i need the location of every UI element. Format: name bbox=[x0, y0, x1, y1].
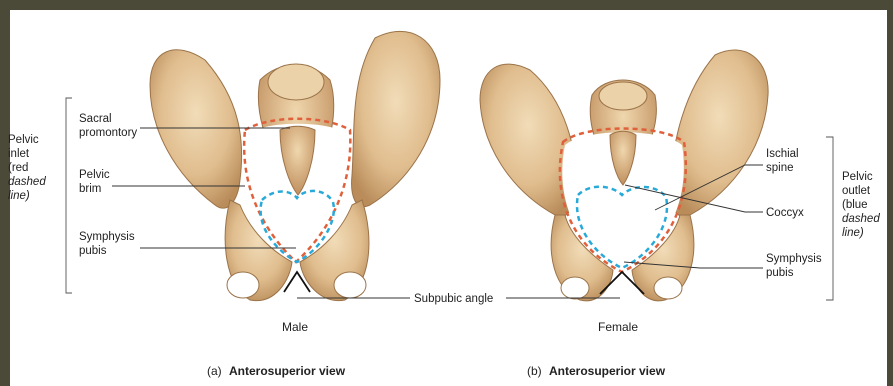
caption-a-text: Anterosuperior view bbox=[229, 364, 346, 378]
pelvic-outlet-label-line3: (blue bbox=[842, 199, 868, 211]
pelvic-outlet-bracket bbox=[826, 137, 833, 300]
female-label: Female bbox=[598, 320, 638, 334]
ischial-spine-label-line2: spine bbox=[766, 162, 794, 174]
symphysis-pubis-right-label-line2: pubis bbox=[766, 267, 794, 279]
symphysis-pubis-left-label-line1: Symphysis bbox=[79, 231, 135, 243]
pelvic-inlet-label-line4: dashed bbox=[8, 176, 46, 188]
caption-b-letter: (b) bbox=[527, 364, 542, 378]
male-label: Male bbox=[282, 320, 308, 334]
pelvic-inlet-label-line3: (red bbox=[8, 162, 28, 174]
pelvic-brim-label-line1: Pelvic bbox=[79, 169, 110, 181]
pelvic-inlet-label-line1: Pelvic bbox=[8, 134, 39, 146]
pelvic-inlet-label-line2: inlet bbox=[8, 148, 30, 160]
pelvic-outlet-label-line1: Pelvic bbox=[842, 171, 873, 183]
ischial-spine-label-line1: Ischial bbox=[766, 148, 799, 160]
sacral-promontory-label-line2: promontory bbox=[79, 127, 137, 139]
coccyx-label: Coccyx bbox=[766, 207, 804, 219]
pelvic-inlet-bracket bbox=[66, 98, 72, 293]
pelvic-brim-label-line2: brim bbox=[79, 183, 101, 195]
pelvic-outlet-label-line2: outlet bbox=[842, 185, 871, 197]
caption-a-letter: (a) bbox=[207, 364, 222, 378]
pelvic-inlet-label-line5: line) bbox=[8, 190, 30, 202]
pelvic-outlet-label-line5: line) bbox=[842, 227, 864, 239]
pelvic-outlet-label-line4: dashed bbox=[842, 213, 880, 225]
caption-b-text: Anterosuperior view bbox=[549, 364, 666, 378]
symphysis-pubis-left-label-line2: pubis bbox=[79, 245, 107, 257]
subpubic-angle-label: Subpubic angle bbox=[414, 293, 493, 305]
male-pelvis-illustration bbox=[150, 31, 440, 300]
sacral-promontory-label-line1: Sacral bbox=[79, 113, 112, 125]
symphysis-pubis-right-label-line1: Symphysis bbox=[766, 253, 822, 265]
